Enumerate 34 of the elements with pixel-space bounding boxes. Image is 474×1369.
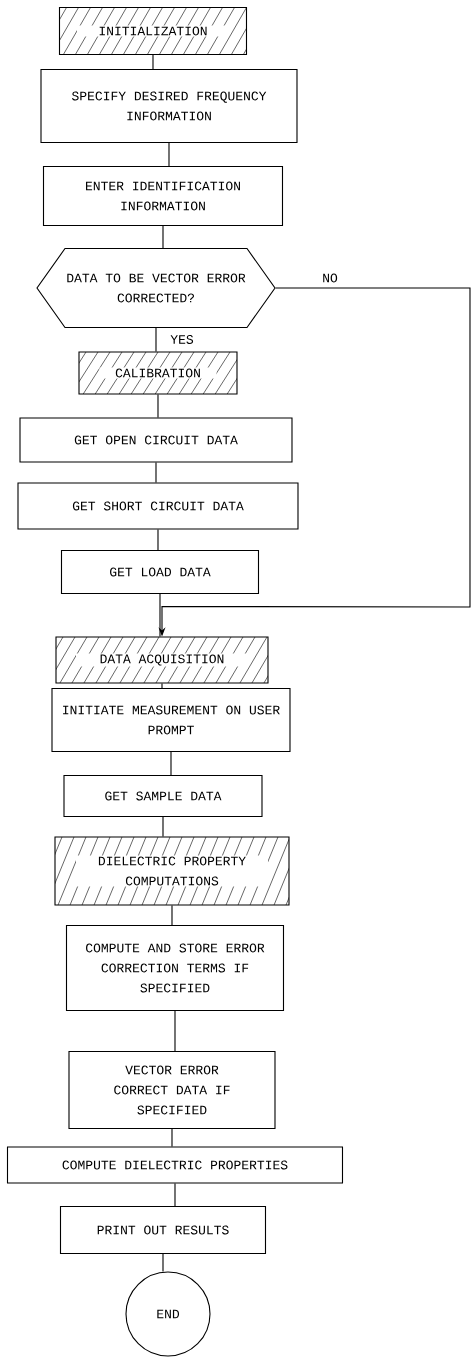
- process-box: GET OPEN CIRCUIT DATA: [19, 417, 293, 463]
- section-header-box: DATA ACQUISITION: [55, 636, 269, 684]
- edge-label: YES: [169, 334, 195, 345]
- connector-line: [162, 225, 164, 249]
- connector-line: [162, 816, 164, 837]
- section-header-box: INITIALIZATION: [58, 7, 248, 56]
- process-box: ENTER IDENTIFICATION INFORMATION: [42, 165, 284, 227]
- process-box: COMPUTE AND STORE ERROR CORRECTION TERMS IF SPECIFIED: [65, 924, 285, 1012]
- connector-line: [171, 1128, 173, 1147]
- connector-line: [157, 394, 159, 419]
- edge-label: NO: [321, 272, 339, 284]
- decision-hexagon: DATA TO BE VECTOR ERROR CORRECTED?: [36, 247, 276, 329]
- connector-line: [155, 327, 157, 353]
- connector-line: [159, 593, 161, 637]
- process-box: SPECIFY DESIRED FREQUENCY INFORMATION: [40, 68, 298, 144]
- process-box: GET LOAD DATA: [60, 549, 260, 595]
- section-header-box: CALIBRATION: [78, 351, 238, 395]
- connector-line: [174, 1010, 176, 1052]
- process-box: GET SHORT CIRCUIT DATA: [17, 482, 299, 530]
- connector-line: [157, 529, 159, 551]
- process-box: VECTOR ERROR CORRECT DATA IF SPECIFIED: [68, 1050, 276, 1130]
- connector-line: [171, 905, 173, 926]
- process-box: INITIATE MEASUREMENT ON USER PROMPT: [51, 687, 291, 753]
- connector-line: [170, 751, 172, 776]
- process-box: GET SAMPLE DATA: [63, 774, 263, 818]
- connector-line: [168, 142, 170, 167]
- connector-line: [152, 54, 154, 70]
- connector-line: [174, 1183, 176, 1207]
- connector-line: [155, 462, 157, 484]
- connector-line: [162, 1253, 164, 1272]
- process-box: COMPUTE DIELECTRIC PROPERTIES: [6, 1146, 344, 1184]
- connector-line: [161, 683, 163, 689]
- process-box: PRINT OUT RESULTS: [59, 1205, 267, 1255]
- section-header-box: DIELECTRIC PROPERTY COMPUTATIONS: [54, 836, 290, 906]
